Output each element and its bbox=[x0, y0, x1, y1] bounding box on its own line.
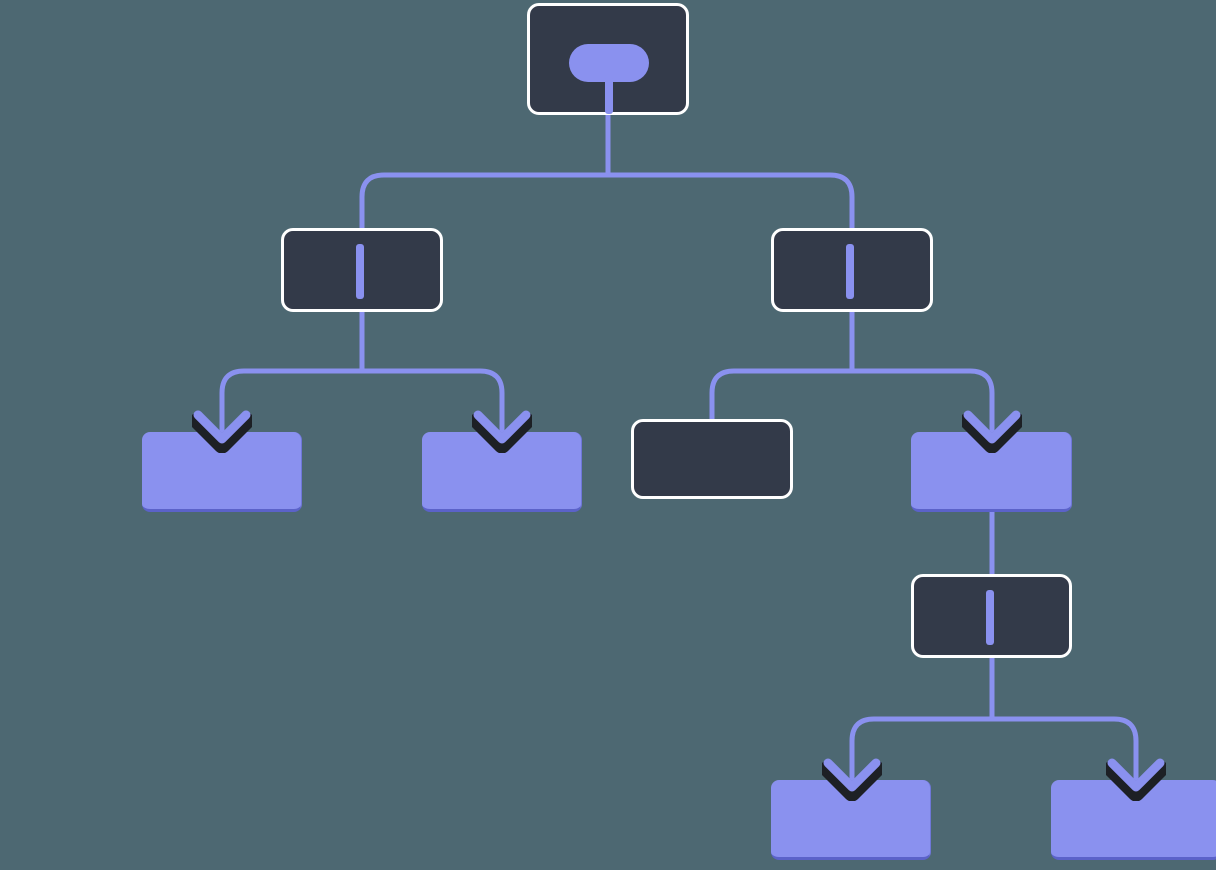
node-leaf-3-dark[interactable] bbox=[631, 419, 793, 499]
bar-marker bbox=[846, 244, 854, 299]
bar-marker bbox=[356, 244, 364, 299]
bar-marker bbox=[986, 590, 994, 645]
edge-n2-n6 bbox=[852, 368, 995, 436]
edge-n1-n3 bbox=[219, 368, 362, 436]
node-leaf-2[interactable] bbox=[422, 432, 582, 512]
edge-n0-n2 bbox=[608, 172, 855, 232]
node-leaf-4[interactable] bbox=[771, 780, 931, 860]
edge-n7-n9 bbox=[992, 716, 1139, 784]
root-pill-marker bbox=[569, 44, 649, 82]
edge-n1-n4 bbox=[362, 368, 505, 436]
node-root[interactable] bbox=[527, 3, 689, 115]
edge-n0-n1 bbox=[359, 172, 608, 232]
edge-n2-n5 bbox=[709, 368, 852, 423]
node-leaf-1[interactable] bbox=[142, 432, 302, 512]
node-level1-right[interactable] bbox=[771, 228, 933, 312]
root-stem-marker bbox=[605, 76, 613, 114]
node-branch-accent[interactable] bbox=[911, 432, 1072, 512]
node-leaf-5[interactable] bbox=[1051, 780, 1216, 860]
node-level1-left[interactable] bbox=[281, 228, 443, 312]
edge-n7-n8 bbox=[849, 716, 992, 784]
node-level3-dark[interactable] bbox=[911, 574, 1072, 658]
